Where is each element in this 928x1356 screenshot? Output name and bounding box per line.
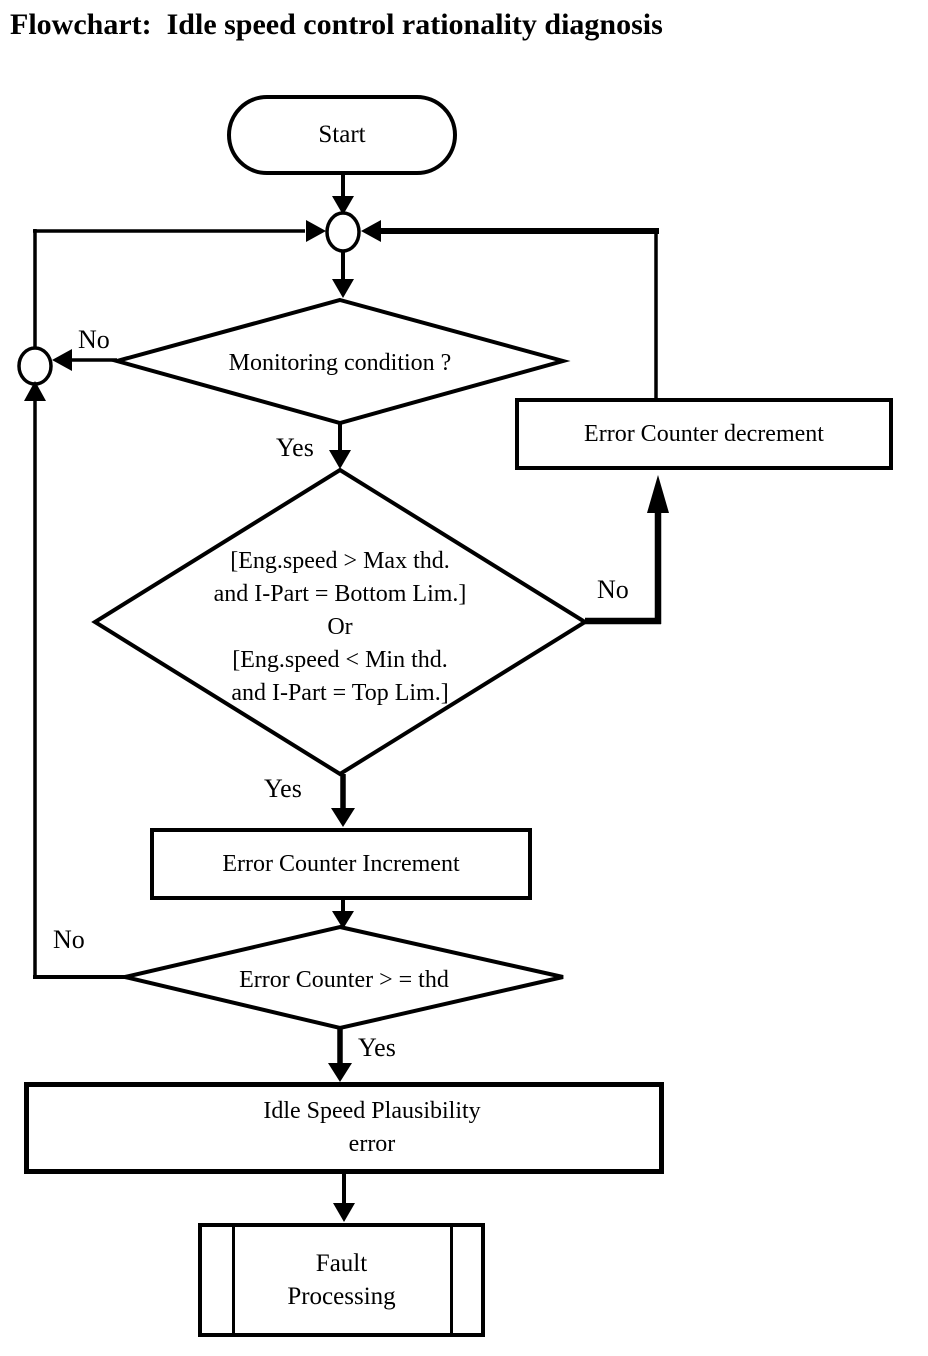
decrement-process-label: Error Counter decrement <box>584 421 824 447</box>
edge-label-condition-yes: Yes <box>264 774 302 803</box>
plausibility-line-1: Idle Speed Plausibility <box>263 1098 481 1124</box>
arrowhead-up-into-decrement <box>647 475 669 513</box>
arrowhead-down-into-plausibility <box>328 1063 352 1082</box>
condition-line-4: [Eng.speed < Min thd. <box>232 647 448 673</box>
condition-line-2: and I-Part = Bottom Lim.] <box>213 581 467 607</box>
condition-decision-label: [Eng.speed > Max thd. and I-Part = Botto… <box>115 545 565 710</box>
condition-line-1: [Eng.speed > Max thd. <box>230 548 450 574</box>
fault-box-inner-border-right <box>450 1227 453 1333</box>
edge-label-monitoring-yes: Yes <box>276 433 314 462</box>
monitoring-decision-text: Monitoring condition ? <box>228 350 452 376</box>
arrowhead-down-into-threshold <box>332 911 354 929</box>
edge-label-threshold-yes: Yes <box>358 1033 396 1062</box>
arrowhead-down-into-monitoring <box>332 279 354 298</box>
arrowhead-down-into-junction <box>332 196 354 215</box>
arrowhead-down-into-condition <box>329 450 351 469</box>
arrowhead-left-into-junction <box>361 220 381 242</box>
threshold-decision-text: Error Counter > = thd <box>239 967 449 993</box>
edge-label-threshold-no: No <box>53 925 85 954</box>
start-label: Start <box>318 121 366 148</box>
flowchart-title: Flowchart: Idle speed control rationalit… <box>10 8 663 41</box>
threshold-decision-label: Error Counter > = thd <box>144 964 544 997</box>
merge-connector-circle <box>17 346 53 386</box>
edge-label-monitoring-no: No <box>78 325 110 354</box>
increment-process-box: Error Counter Increment <box>150 828 532 900</box>
edge-label-condition-no: No <box>597 575 629 604</box>
increment-process-label: Error Counter Increment <box>222 851 460 877</box>
monitoring-decision-label: Monitoring condition ? <box>140 347 540 380</box>
condition-line-5: and I-Part = Top Lim.] <box>231 680 449 706</box>
fault-process-line-2: Processing <box>287 1283 396 1310</box>
fault-box-inner-border-left <box>232 1227 235 1333</box>
junction-connector-circle <box>325 211 361 253</box>
arrowhead-up-into-merge-circle <box>24 381 46 401</box>
condition-decision-shape <box>91 467 589 777</box>
arrowhead-right-into-junction <box>306 220 326 242</box>
fault-process-line-1: Fault <box>315 1250 368 1277</box>
condition-line-3: Or <box>327 614 353 640</box>
arrowhead-down-into-fault <box>333 1203 355 1222</box>
fault-process-box: Fault Processing <box>198 1223 485 1337</box>
plausibility-line-2: error <box>348 1131 396 1157</box>
plausibility-process-box: Idle Speed Plausibility error <box>24 1082 664 1174</box>
arrowhead-down-into-increment <box>331 808 355 827</box>
decrement-process-box: Error Counter decrement <box>515 398 893 470</box>
start-node: Start <box>227 95 457 175</box>
arrowhead-left-into-merge-circle <box>52 349 72 371</box>
